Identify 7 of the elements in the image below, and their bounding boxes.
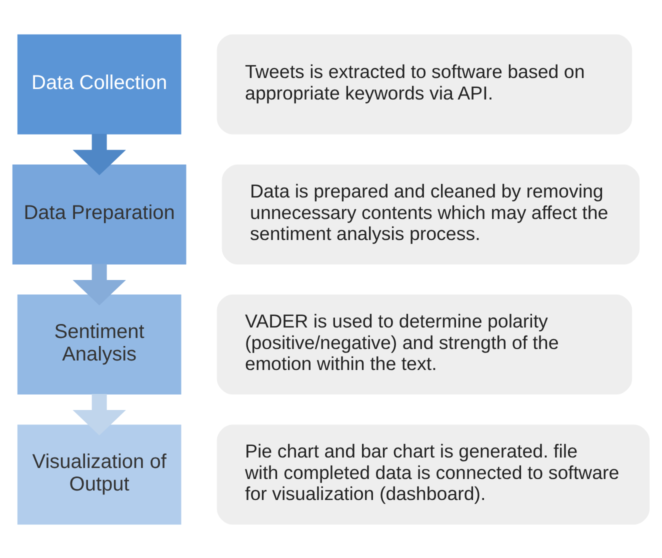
arrow — [72, 394, 126, 435]
node-box: Data Preparation — [12, 164, 186, 264]
node-box: Visualization of Output — [17, 424, 182, 524]
node-box: Sentiment Analysis — [17, 294, 182, 394]
arrow — [72, 263, 126, 305]
arrow — [72, 133, 126, 175]
node-box: Data Collection — [17, 34, 182, 134]
